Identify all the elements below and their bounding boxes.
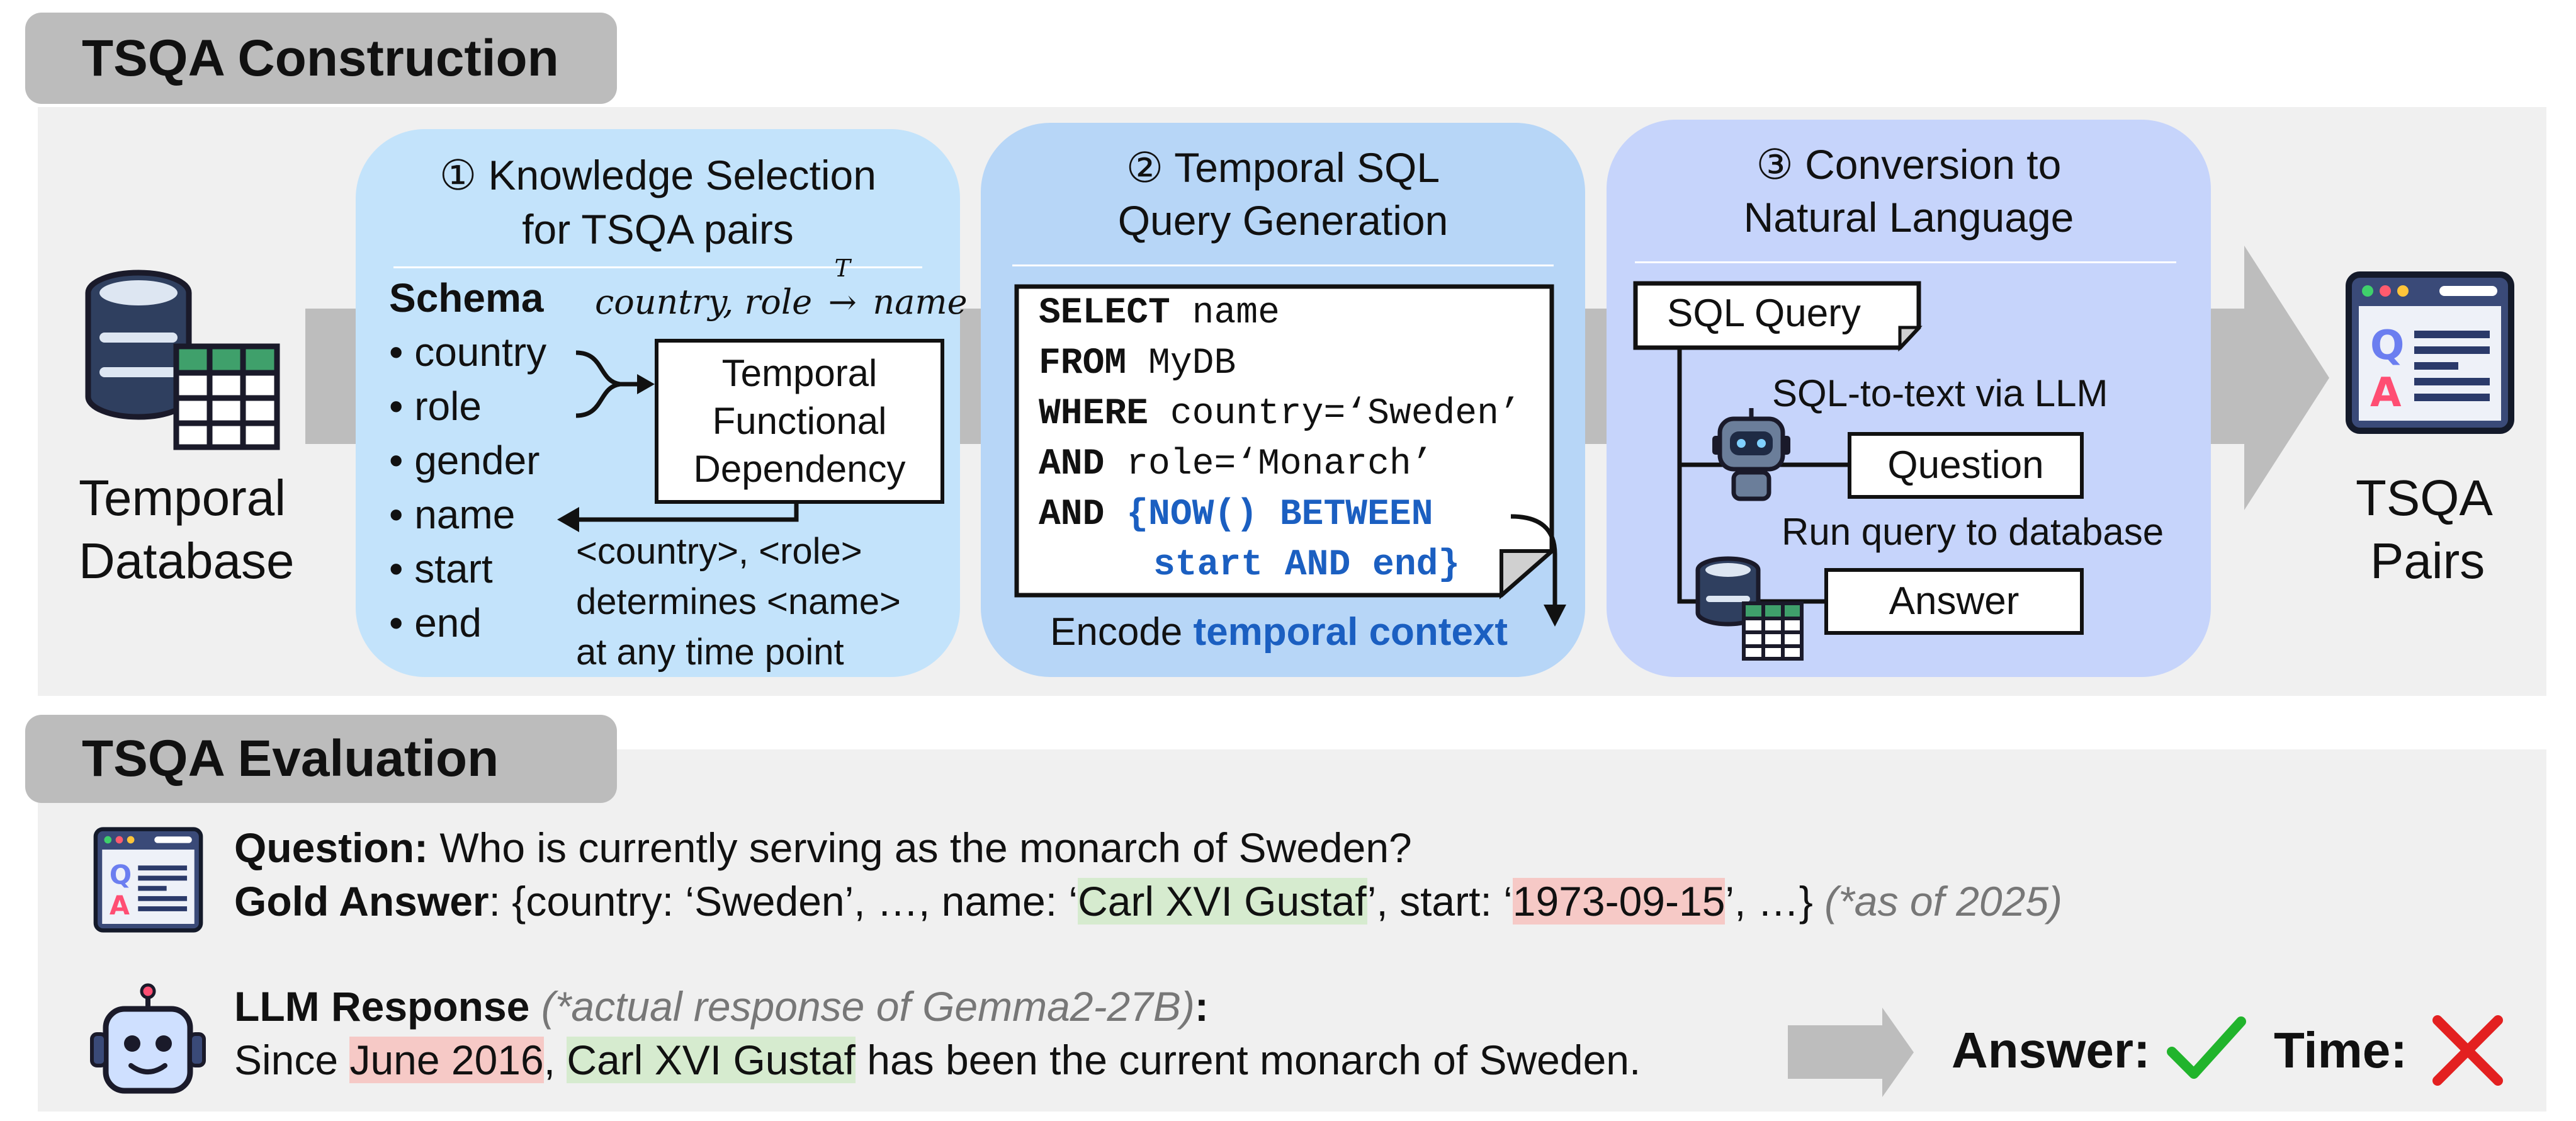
database-label-line1: Temporal (79, 470, 286, 526)
sql-line-5: AND {NOW() BETWEEN (1039, 494, 1433, 535)
sql-line-3: WHERE country=‘Sweden’ (1039, 394, 1521, 435)
qa-window-icon: Q A (2346, 271, 2514, 434)
eval-llm-response-line: Since June 2016, Carl XVI Gustaf has bee… (234, 1037, 1641, 1083)
fd-formula-lhs: country, role (595, 282, 813, 322)
stage2-title-line1: ② Temporal SQL (1126, 144, 1440, 191)
schema-label: Schema (389, 275, 544, 321)
fd-formula: country, role T→ name (595, 254, 968, 322)
question-box: Question (1848, 432, 2084, 499)
stage1-title-line1: ① Knowledge Selection (439, 152, 876, 198)
fd-box-line2: Functional (712, 400, 887, 442)
svg-text:Q: Q (110, 859, 132, 890)
schema-field-role: • role (389, 384, 482, 429)
cross-icon (2432, 1015, 2503, 1086)
stage2-caption: Encode temporal context (1050, 610, 1508, 654)
sql-line-6: start AND end} (1153, 545, 1460, 586)
eval-gold-answer-line: Gold Answer: {country: ‘Sweden’, …, name… (234, 878, 2063, 925)
robot-icon (1712, 408, 1790, 501)
svg-text:Q: Q (2370, 322, 2404, 369)
sql-line-4: AND role=‘Monarch’ (1039, 444, 1433, 485)
gold-date-highlight: 1973-09-15 (1512, 878, 1726, 925)
stage3-title-line2: Natural Language (1743, 194, 2074, 241)
sql-to-text-label: SQL-to-text via LLM (1772, 372, 2108, 414)
schema-field-country: • country (389, 329, 547, 375)
fd-formula-T: T (834, 254, 850, 282)
schema-field-end: • end (389, 600, 482, 646)
llm-date-highlight: June 2016 (349, 1037, 544, 1083)
stage3-title-line1: ③ Conversion to (1756, 141, 2062, 188)
llm-name-highlight: Carl XVI Gustaf (567, 1037, 856, 1083)
schema-field-name: • name (389, 492, 516, 537)
fd-box-line3: Dependency (693, 448, 906, 490)
eval-llm-label-line: LLM Response (*actual response of Gemma2… (234, 983, 1209, 1030)
pairs-label-line1: TSQA (2356, 470, 2493, 526)
temporal-functional-dependency-box: Temporal Functional Dependency (655, 339, 944, 504)
llm-robot-icon (90, 983, 206, 1094)
eval-question-line: Question: Who is currently serving as th… (234, 824, 1412, 871)
answer-result-label: Answer: (1952, 1022, 2150, 1078)
stage1-title-line2: for TSQA pairs (522, 206, 794, 253)
database-table-icon (85, 270, 280, 450)
run-query-label: Run query to database (1782, 511, 2164, 553)
stage2-title-line2: Query Generation (1117, 197, 1449, 244)
schema-field-start: • start (389, 546, 493, 591)
fd-note-line1: <country>, <role> (576, 531, 862, 572)
schema-field-gender: • gender (389, 438, 540, 483)
sql-line-1: SELECT name (1039, 293, 1280, 334)
evaluation-tab: TSQA Evaluation (25, 715, 617, 803)
answer-box: Answer (1824, 568, 2084, 635)
check-icon (2167, 1016, 2246, 1079)
fd-box-line1: Temporal (721, 352, 878, 394)
sql-query-label: SQL Query (1667, 292, 1861, 335)
qa-window-icon-small: Q A (93, 827, 203, 933)
time-result-label: Time: (2274, 1022, 2407, 1078)
svg-text:A: A (2370, 370, 2402, 416)
fd-note-line3: at any time point (576, 632, 844, 673)
small-database-icon (1695, 556, 1804, 661)
pairs-label-line2: Pairs (2370, 533, 2485, 589)
gold-name-highlight: Carl XVI Gustaf (1078, 878, 1367, 925)
svg-text:A: A (110, 890, 130, 921)
fd-formula-rhs: name (873, 282, 968, 322)
fd-note-line2: determines <name> (576, 581, 901, 622)
database-label-line2: Database (79, 533, 295, 589)
construction-tab: TSQA Construction (25, 13, 617, 104)
sql-line-2: FROM MyDB (1039, 343, 1236, 384)
